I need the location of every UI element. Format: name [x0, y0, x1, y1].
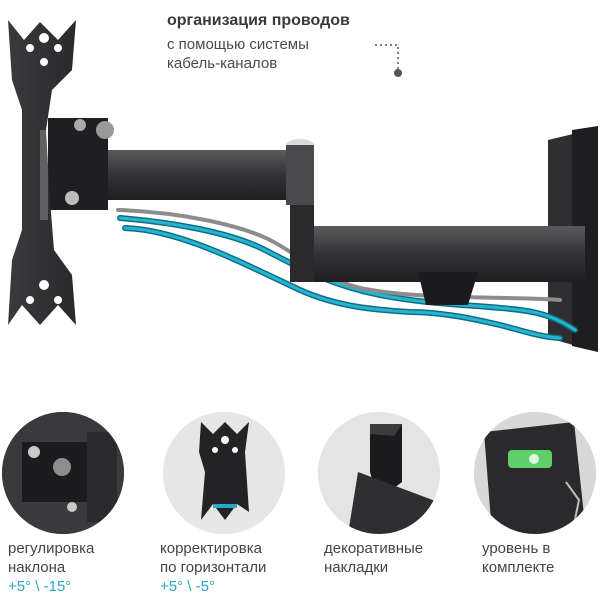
tilt-label-line-1: регулировка — [8, 540, 95, 557]
decorative-covers-label: декоративные накладки — [324, 539, 423, 577]
horizontal-correction-thumbnail — [163, 412, 285, 534]
lower-arm — [290, 200, 585, 305]
tv-wall-mount-photo — [8, 20, 598, 352]
level-label-line-1: уровень в — [482, 540, 551, 557]
level-included-thumbnail — [474, 412, 596, 534]
vesa-plate — [8, 20, 76, 325]
tilt-adjustment-label: регулировка наклона +5° \ -15° — [8, 539, 94, 596]
covers-label-line-1: декоративные — [324, 540, 424, 557]
tilt-adjustment-thumbnail — [2, 412, 124, 534]
annotation-line-3: кабель-каналов — [167, 55, 278, 72]
horizontal-correction-label: корректировка по горизонтали +5° \ -5° — [160, 539, 266, 596]
decorative-cover-closeup — [318, 412, 440, 534]
horizontal-label-line-1: корректировка — [160, 540, 262, 557]
horizontal-range: +5° \ -5° — [160, 578, 215, 595]
bubble-level-closeup — [474, 412, 596, 534]
decorative-covers-thumbnail — [318, 412, 440, 534]
level-included-label: уровень в комплекте — [482, 539, 554, 577]
annotation-title: организация проводов — [167, 12, 350, 29]
tilt-head — [48, 118, 114, 210]
upper-arm — [85, 139, 314, 205]
tilt-range: +5° \ -15° — [8, 578, 72, 595]
cables — [116, 208, 578, 341]
horizontal-label-line-2: по горизонтали — [160, 559, 267, 576]
covers-label-line-2: накладки — [324, 559, 389, 576]
vesa-plate-closeup — [163, 412, 285, 534]
annotation-leader — [375, 44, 402, 77]
level-label-line-2: комплекте — [482, 559, 555, 576]
tilt-label-line-2: наклона — [8, 559, 66, 576]
annotation-line-2: с помощью системы — [167, 36, 309, 53]
tilt-mechanism-closeup — [2, 412, 124, 534]
